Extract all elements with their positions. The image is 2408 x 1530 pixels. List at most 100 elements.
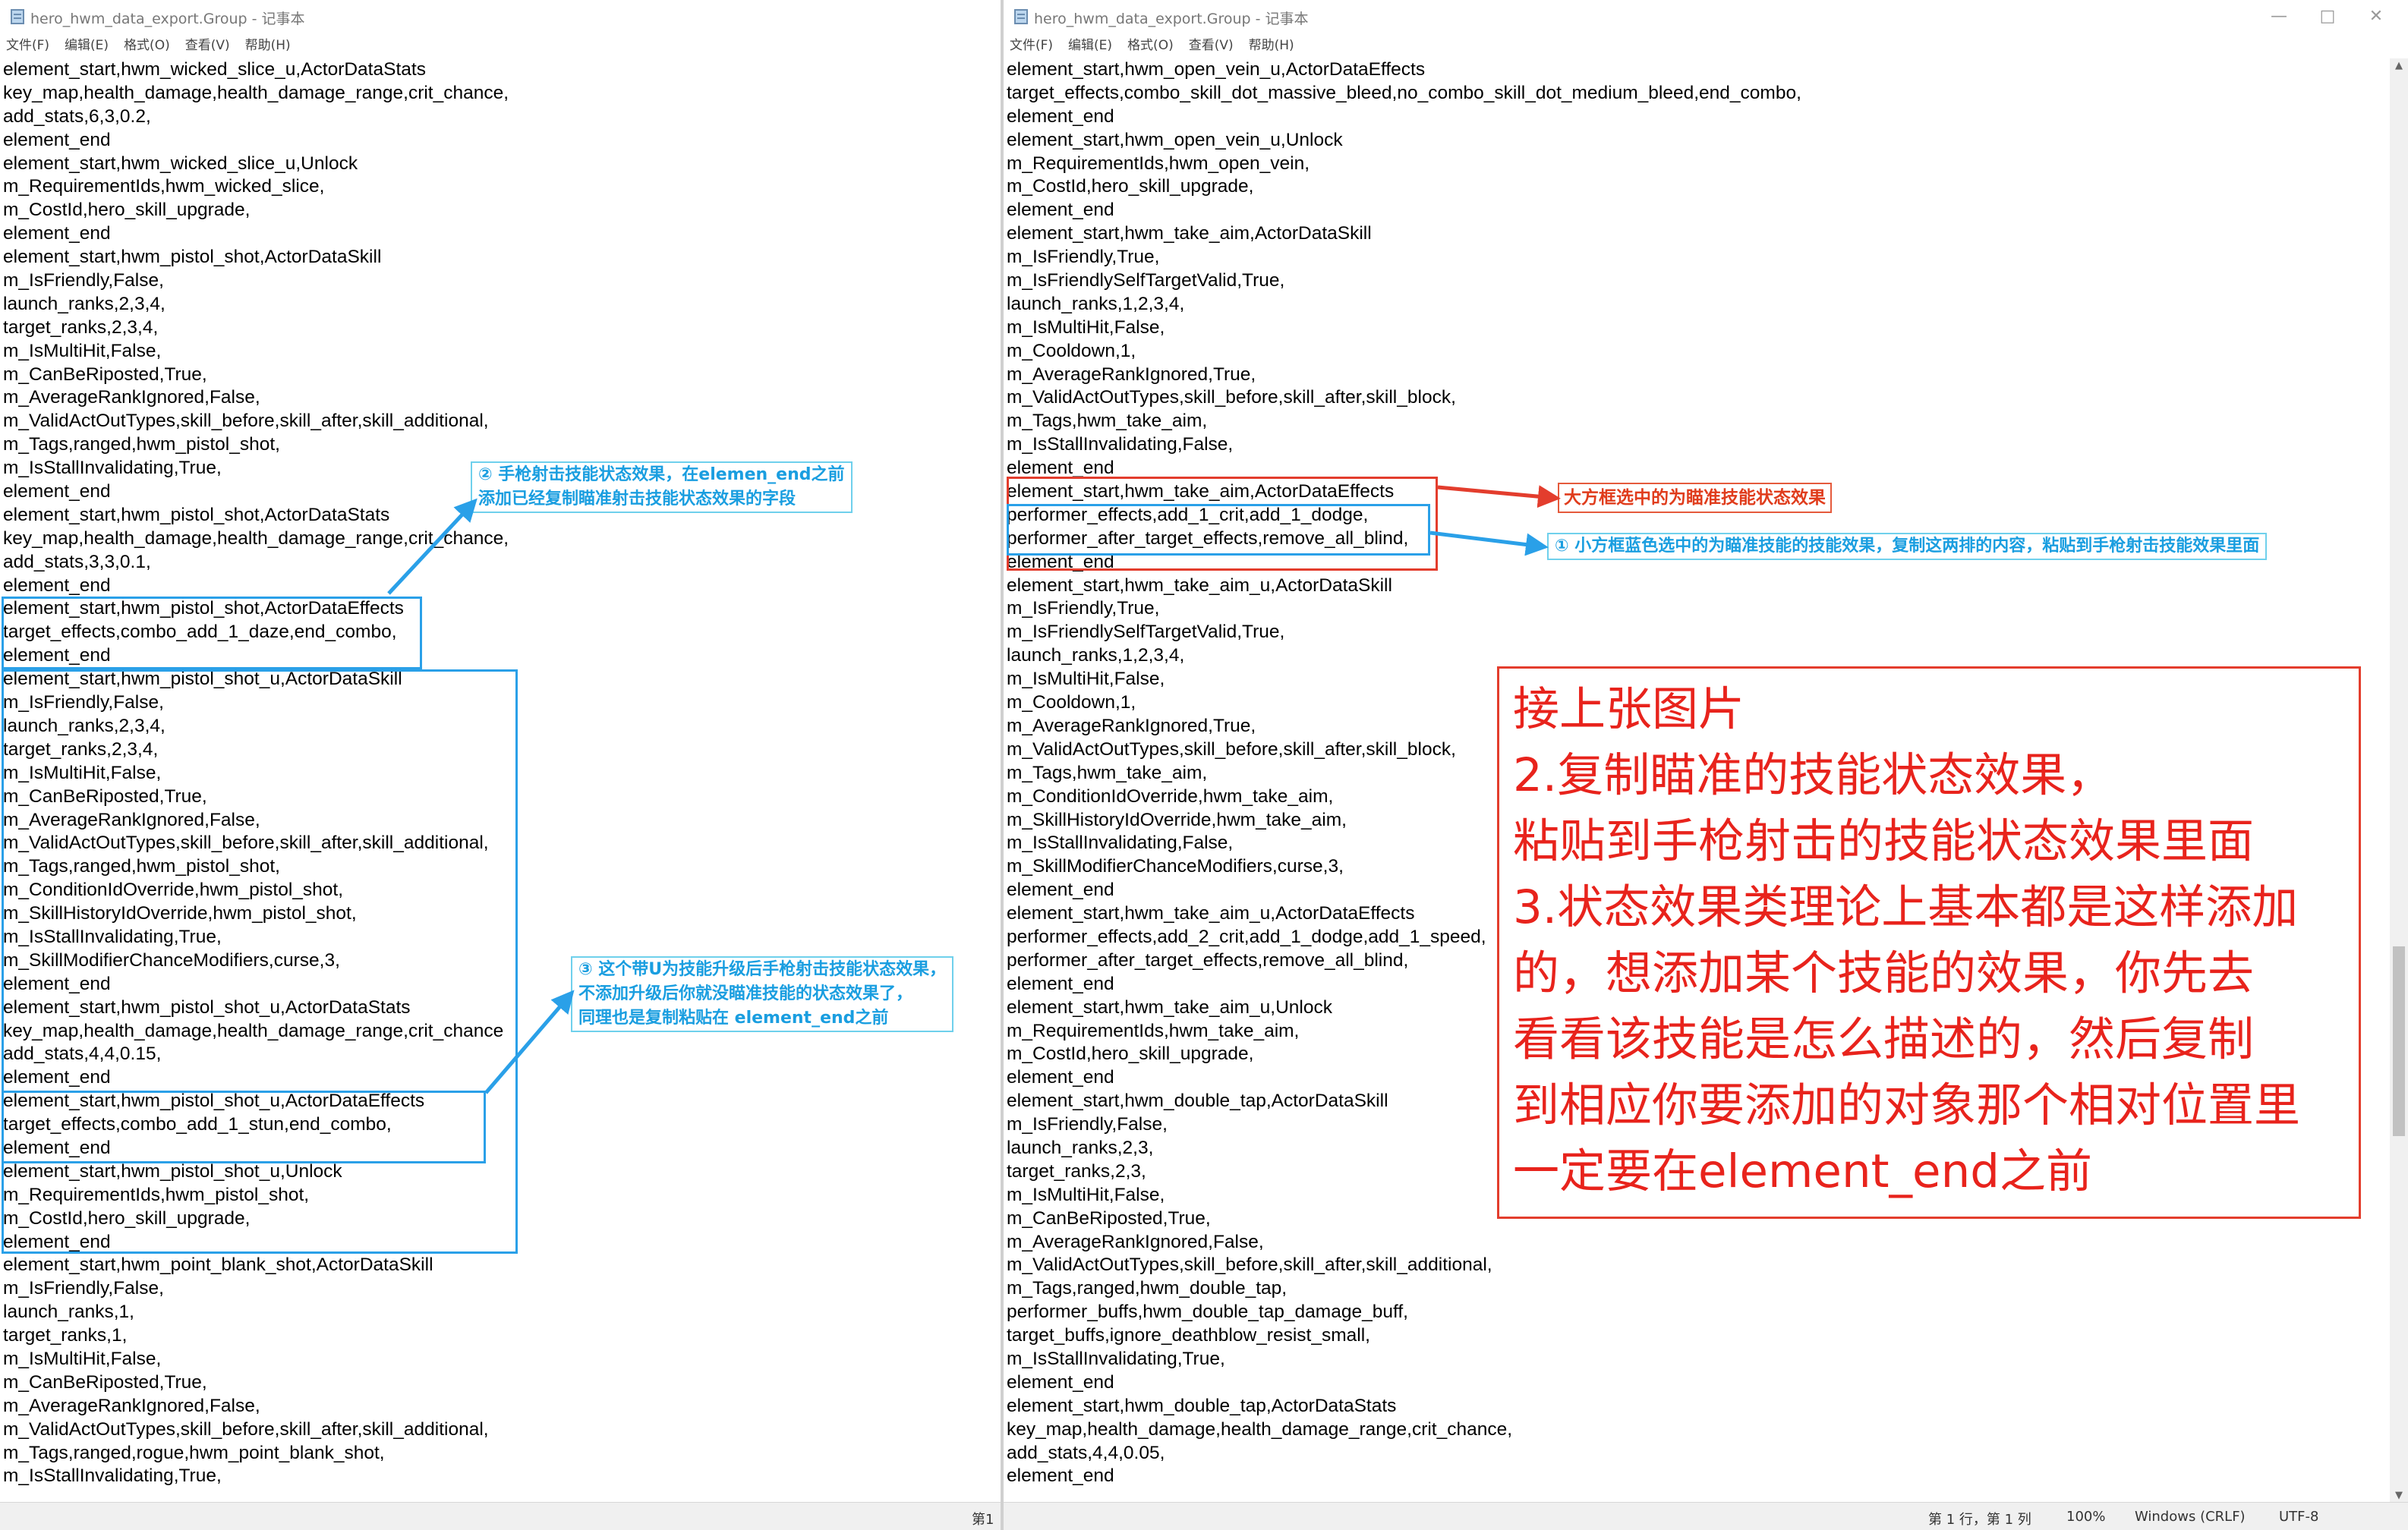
note-3: ③ 这个带U为技能升级后手枪射击技能状态效果， 不添加升级后你就没瞄准技能的状态…: [571, 956, 954, 1032]
menu-edit[interactable]: 编辑(E): [1068, 38, 1113, 53]
text-line: element_end: [3, 645, 111, 666]
text-line: m_IsMultiHit,False,: [1007, 1184, 1165, 1205]
window-controls: — □ ✕: [2255, 3, 2400, 30]
text-line: m_CanBeRiposted,True,: [3, 1371, 207, 1393]
text-line: element_end: [1007, 1067, 1114, 1088]
text-line: target_effects,combo_add_1_stun,end_comb…: [3, 1114, 392, 1135]
text-line: key_map,health_damage,health_damage_rang…: [3, 82, 509, 103]
text-line: add_stats,6,3,0.2,: [3, 105, 151, 127]
window-title: hero_hwm_data_export.Group - 记事本: [1034, 11, 1309, 27]
text-line: m_ValidActOutTypes,skill_before,skill_af…: [1007, 738, 1456, 760]
menu-edit[interactable]: 编辑(E): [65, 38, 109, 53]
text-line: target_effects,combo_add_1_daze,end_comb…: [3, 622, 397, 643]
text-line: m_CostId,hero_skill_upgrade,: [1007, 1044, 1254, 1065]
text-line: m_IsFriendly,True,: [1007, 598, 1160, 619]
text-line: target_effects,combo_skill_dot_massive_b…: [1007, 82, 1801, 103]
text-line: element_start,hwm_open_vein_u,ActorDataE…: [1007, 59, 1426, 80]
title-bar[interactable]: hero_hwm_data_export.Group - 记事本: [0, 0, 1001, 35]
text-line: element_start,hwm_double_tap,ActorDataSt…: [1007, 1395, 1397, 1416]
text-line: add_stats,4,4,0.05,: [1007, 1442, 1165, 1463]
text-line: element_end: [3, 575, 111, 596]
note-2: ② 手枪射击技能状态效果，在elemen_end之前 添加已经复制瞄准射击技能状…: [471, 461, 853, 513]
notepad-icon: [1014, 9, 1028, 24]
close-icon[interactable]: ✕: [2369, 7, 2384, 26]
text-line: m_AverageRankIgnored,False,: [3, 387, 260, 408]
text-line: m_IsFriendlySelfTargetValid,True,: [1007, 622, 1285, 643]
text-line: m_ValidActOutTypes,skill_before,skill_af…: [3, 833, 489, 854]
text-line: m_IsStallInvalidating,True,: [3, 1465, 222, 1487]
status-position: 第1: [972, 1512, 994, 1528]
text-line: m_ValidActOutTypes,skill_before,skill_af…: [1007, 387, 1456, 408]
status-bar: 第 1 行，第 1 列 100% Windows (CRLF) UTF-8: [1004, 1502, 2408, 1530]
text-line: element_end: [1007, 1371, 1114, 1393]
text-line: key_map,health_damage,health_damage_rang…: [1007, 1418, 1513, 1440]
text-line: performer_after_target_effects,remove_al…: [1007, 949, 1409, 971]
status-zoom: 100%: [2066, 1509, 2106, 1525]
text-editor[interactable]: element_start,hwm_open_vein_u,ActorDataE…: [1007, 58, 2390, 1503]
menu-help[interactable]: 帮助(H): [1248, 38, 1294, 53]
text-line: element_start,hwm_double_tap,ActorDataSk…: [1007, 1091, 1388, 1112]
text-line: m_CostId,hero_skill_upgrade,: [3, 200, 251, 221]
text-line: element_start,hwm_take_aim_u,Unlock: [1007, 996, 1332, 1018]
text-line: performer_after_target_effects,remove_al…: [1007, 527, 1409, 549]
notepad-window-right: hero_hwm_data_export.Group - 记事本 — □ ✕ 文…: [1004, 0, 2408, 1530]
text-line: target_ranks,2,3,4,: [3, 738, 159, 760]
text-line: m_IsStallInvalidating,True,: [1007, 1348, 1225, 1369]
maximize-icon[interactable]: □: [2319, 7, 2336, 26]
text-line: element_end: [3, 1137, 111, 1158]
title-bar[interactable]: hero_hwm_data_export.Group - 记事本 — □ ✕: [1004, 0, 2408, 35]
text-line: performer_effects,add_2_crit,add_1_dodge…: [1007, 926, 1486, 947]
text-line: launch_ranks,1,: [3, 1302, 134, 1323]
status-position: 第 1 行，第 1 列: [1928, 1512, 2031, 1528]
text-line: element_start,hwm_open_vein_u,Unlock: [1007, 129, 1343, 150]
pistol-shot-u-block-box: [2, 669, 518, 1254]
text-line: m_RequirementIds,hwm_pistol_shot,: [3, 1184, 310, 1205]
menu-file[interactable]: 文件(F): [1010, 38, 1054, 53]
text-line: add_stats,3,3,0.1,: [3, 551, 151, 572]
text-line: m_Tags,hwm_take_aim,: [1007, 762, 1208, 783]
text-line: element_start,hwm_take_aim,ActorDataEffe…: [1007, 481, 1395, 502]
text-line: target_ranks,2,3,4,: [3, 316, 159, 338]
window-title: hero_hwm_data_export.Group - 记事本: [30, 11, 305, 27]
text-line: m_CostId,hero_skill_upgrade,: [1007, 176, 1254, 197]
menu-format[interactable]: 格式(O): [1127, 38, 1174, 53]
text-line: element_start,hwm_wicked_slice_u,Unlock: [3, 153, 358, 174]
text-line: launch_ranks,1,2,3,4,: [1007, 293, 1185, 314]
text-line: target_buffs,ignore_deathblow_resist_sma…: [1007, 1325, 1370, 1346]
scroll-up-icon[interactable]: ▲: [2395, 60, 2403, 71]
text-line: element_start,hwm_pistol_shot_u,ActorDat…: [3, 1091, 425, 1112]
minimize-icon[interactable]: —: [2271, 7, 2287, 26]
text-line: element_start,hwm_take_aim,ActorDataSkil…: [1007, 223, 1372, 244]
window-divider: [1001, 0, 1004, 1530]
scroll-thumb[interactable]: [2393, 946, 2405, 1136]
text-line: element_start,hwm_pistol_shot,ActorDataE…: [3, 598, 404, 619]
text-editor[interactable]: element_start,hwm_wicked_slice_u,ActorDa…: [3, 58, 982, 1503]
text-line: m_AverageRankIgnored,True,: [1007, 715, 1256, 736]
text-line: launch_ranks,2,3,: [1007, 1137, 1154, 1158]
text-line: m_IsMultiHit,False,: [3, 340, 162, 361]
text-line: m_AverageRankIgnored,False,: [3, 1395, 260, 1416]
text-line: m_SkillModifierChanceModifiers,curse,3,: [3, 949, 340, 971]
text-line: performer_effects,add_1_crit,add_1_dodge…: [1007, 504, 1369, 525]
menu-view[interactable]: 查看(V): [1188, 38, 1234, 53]
scroll-down-icon[interactable]: ▼: [2395, 1490, 2403, 1501]
text-line: m_IsFriendly,False,: [1007, 1114, 1168, 1135]
menu-help[interactable]: 帮助(H): [244, 38, 291, 53]
text-line: m_IsFriendly,False,: [3, 270, 164, 291]
text-line: launch_ranks,1,2,3,4,: [1007, 645, 1185, 666]
text-line: m_ConditionIdOverride,hwm_pistol_shot,: [3, 880, 344, 901]
text-line: m_Tags,ranged,rogue,hwm_point_blank_shot…: [3, 1442, 385, 1463]
text-line: m_IsStallInvalidating,False,: [1007, 833, 1234, 854]
text-line: element_start,hwm_pistol_shot_u,ActorDat…: [3, 669, 402, 690]
status-line-ending: Windows (CRLF): [2135, 1509, 2246, 1525]
text-line: element_start,hwm_take_aim_u,ActorDataEf…: [1007, 903, 1415, 924]
vertical-scrollbar[interactable]: ▲ ▼: [2390, 58, 2408, 1503]
menu-bar: 文件(F) 编辑(E) 格式(O) 查看(V) 帮助(H): [0, 35, 1001, 56]
menu-view[interactable]: 查看(V): [184, 38, 230, 53]
text-line: m_RequirementIds,hwm_wicked_slice,: [3, 176, 325, 197]
text-line: element_start,hwm_pistol_shot_u,ActorDat…: [3, 996, 411, 1018]
text-line: m_IsMultiHit,False,: [1007, 669, 1165, 690]
menu-format[interactable]: 格式(O): [124, 38, 170, 53]
menu-file[interactable]: 文件(F): [6, 38, 50, 53]
text-line: element_end: [1007, 458, 1114, 479]
